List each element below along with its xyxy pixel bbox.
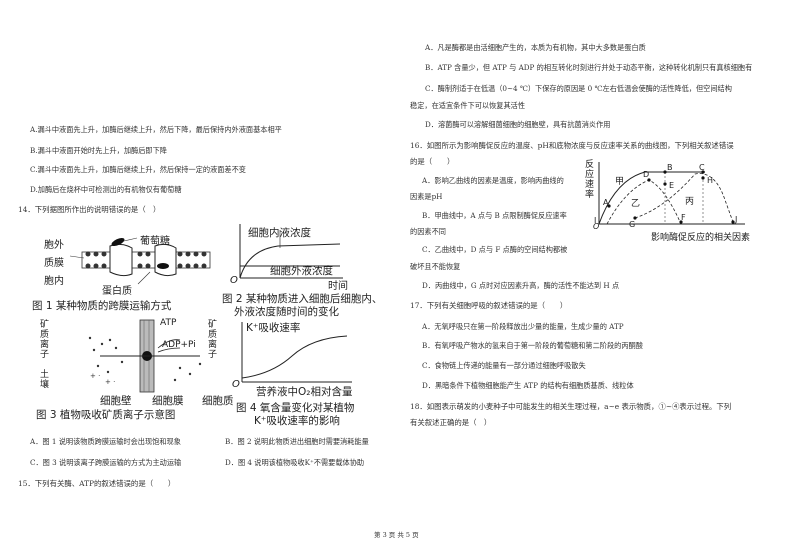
membrane-diagram [69, 237, 211, 285]
q14-option-a: A．图 1 说明该物质跨膜运输时会出现饱和现象 [30, 437, 181, 446]
svg-text:+ ·: + · [90, 372, 100, 380]
q15-option-c: C．酶制剂适于在低温（0~4 ℃）下保存的原因是 0 ℃左右低温会使酶的活性降低… [425, 84, 732, 93]
fig2-curve-top-label: 细胞内液浓度 [248, 227, 311, 239]
q16-option-c-cont: 破坏且不能恢复 [410, 262, 461, 271]
fig3-label-cell-membrane: 细胞膜 [152, 395, 184, 407]
q16-point-a: A [603, 198, 609, 207]
q16-graph-svg [598, 162, 745, 225]
fig3-label-cytoplasm: 细胞质 [202, 395, 234, 407]
q16-curve-yi: 乙 [631, 199, 641, 209]
q16-point-b: B [667, 163, 673, 172]
q16-graph-origin: O [593, 222, 600, 231]
q16-point-i: I [594, 216, 597, 225]
q15-option-d: D．溶菌酶可以溶解细菌细胞的细胞壁，具有抗菌消炎作用 [425, 120, 611, 129]
fig1-caption: 图 1 某种物质的跨膜运输方式 [32, 300, 172, 312]
q16-curve-jia: 甲 [615, 177, 625, 187]
q13-option-b: B.漏斗中液面开始时先上升，加酶后即下降 [30, 146, 167, 155]
q16-graph: 反应速率 O 影响酶促反应的相关因素 A B C D E F G H I J 甲… [585, 160, 785, 248]
q16-graph-xlabel: 影响酶促反应的相关因素 [651, 233, 751, 243]
fig4-caption: 图 4 氧含量变化对某植物 K⁺吸收速率的影响 [236, 402, 355, 427]
fig3-label-atp: ATP [160, 318, 177, 328]
q16-curve-bing: 丙 [685, 197, 695, 207]
q16-graph-ylabel: 反应速率 [585, 160, 595, 200]
q16-point-h: H [707, 176, 714, 185]
q15-stem: 15．下列有关酶、ATP的叙述错误的是（ ） [18, 479, 176, 488]
q15-option-b: B．ATP 含量少，但 ATP 与 ADP 的相互转化时刻进行并处于动态平衡，这… [425, 63, 753, 72]
q14-option-c: C．图 3 说明该离子跨膜运输的方式为主动运输 [30, 458, 182, 467]
q17-option-b: B．有氧呼吸产物水的氢来自于第一阶段的葡萄糖和第二阶段的丙酮酸 [422, 341, 643, 350]
q14-option-b: B．图 2 说明此物质进出细胞时需要消耗能量 [225, 437, 369, 446]
fig3-label-adp: ADP+Pi [162, 340, 196, 350]
fig3-label-ions-left: 矿质离子 [40, 320, 50, 360]
q16-option-a-cont: 因素是pH [410, 192, 443, 201]
q16-point-j: J [735, 215, 738, 224]
q16-option-b-cont: 的因素不同 [410, 227, 446, 236]
q17-option-d: D．黑暗条件下植物细胞能产生 ATP 的结构有细胞质基质、线粒体 [422, 381, 634, 390]
q13-option-c: C.漏斗中液面先上升，加酶后继续上升，然后保持一定的液面差不变 [30, 165, 246, 174]
q16-point-g: G [629, 220, 636, 229]
figure-2: 细胞内液浓度 细胞外液浓度 O 时间 图 2 某种物质进入细胞后细胞内、 外液浓… [222, 220, 382, 320]
figure-3: + · + · 矿质离子 ATP ADP+Pi 矿质离子 土壤 细胞壁 细胞膜 … [30, 318, 245, 421]
q15-option-a: A．凡是酶都是由活细胞产生的，本质为有机物，其中大多数是蛋白质 [425, 43, 646, 52]
q16-point-c: C [699, 163, 705, 172]
q17-option-a: A．无氧呼吸只在第一阶段释放出少量的能量，生成少量的 ATP [422, 322, 624, 331]
fig1-label-glucose: 葡萄糖 [140, 236, 170, 247]
q14-option-d: D．图 4 说明该植物吸收K⁺不需要载体协助 [225, 458, 365, 467]
fig4-xlabel: 营养液中O₂相对含量 [256, 386, 353, 398]
fig1-label-membrane: 质膜 [44, 258, 64, 269]
fig3-caption: 图 3 植物吸收矿质离子示意图 [36, 409, 176, 421]
fig2-caption: 图 2 某种物质进入细胞后细胞内、 外液浓度随时间的变化 [222, 293, 383, 318]
svg-text:+ ·: + · [105, 378, 115, 386]
fig2-curve-bottom-label: 细胞外液浓度 [270, 265, 333, 277]
fig3-label-soil: 土壤 [40, 370, 50, 390]
fig3-label-cell-wall: 细胞壁 [100, 395, 132, 407]
q16-point-d: D [643, 170, 650, 179]
fig1-label-outside: 胞外 [44, 240, 64, 251]
page-number: 第 3 页 共 5 页 [374, 531, 419, 539]
fig4-graph [241, 322, 352, 383]
q13-option-d: D.加酶后在烧杯中可检测出的有机物仅有葡萄糖 [30, 185, 182, 194]
figure-1: 胞外 葡萄糖 质膜 胞内 蛋白质 图 1 某种物质的跨膜运输方式 [32, 232, 215, 312]
q14-stem: 14．下列据图所作出的说明错误的是（ ） [18, 205, 161, 214]
figure-4: K⁺吸收速率 O 营养液中O₂相对含量 图 4 氧含量变化对某植物 K⁺吸收速率… [232, 318, 372, 428]
q16-point-e: E [669, 181, 675, 190]
q17-stem: 17．下列有关细胞呼吸的叙述错误的是（ ） [410, 301, 568, 310]
q13-option-a: A.漏斗中液面先上升，加酶后继续上升，然后下降，最后保持内外液面基本相平 [30, 125, 282, 134]
q15-option-c-cont: 稳定，在适宜条件下可以恢复其活性 [410, 101, 526, 110]
fig2-origin: O [230, 275, 238, 286]
fig2-xlabel: 时间 [328, 281, 348, 292]
q16-option-c: C．乙曲线中，D 点与 F 点酶的空间结构都被 [422, 245, 568, 254]
q16-option-b: B．甲曲线中，A 点与 B 点限制酶促反应速率 [422, 211, 567, 220]
fig3-label-ions-right: 矿质离子 [208, 320, 218, 360]
fig4-origin: O [232, 379, 240, 390]
fig2-graph [239, 224, 343, 279]
fig1-label-protein: 蛋白质 [102, 286, 132, 297]
fig3-diagram: + · + · [88, 319, 202, 393]
q17-option-c: C．食物链上传递的能量有一部分通过细胞呼吸散失 [422, 361, 586, 370]
fig1-label-inside: 胞内 [44, 276, 64, 287]
q16-option-d: D．丙曲线中，G 点时对应因素升高，酶的活性不能达到 H 点 [422, 281, 620, 290]
q16-option-a: A．影响乙曲线的因素是温度，影响丙曲线的 [422, 176, 564, 185]
fig4-ylabel: K⁺吸收速率 [246, 322, 301, 334]
q16-point-f: F [681, 213, 686, 222]
